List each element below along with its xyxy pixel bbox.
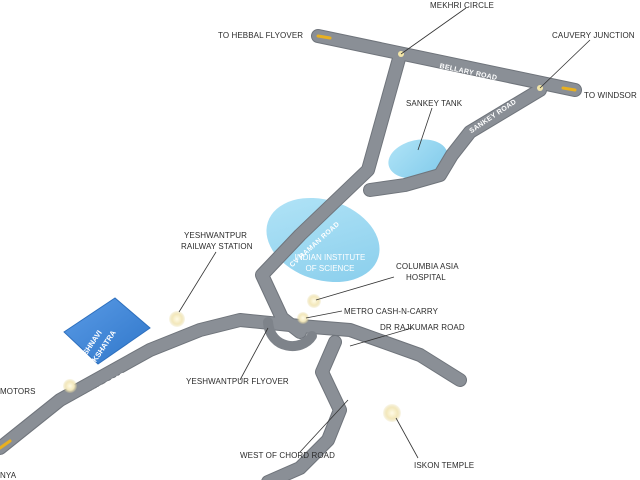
to-hebbal-flyover-label: TO HEBBAL FLYOVER [218,31,303,40]
iisc-label-line2: OF SCIENCE [306,264,355,273]
columbia-asia-marker[interactable] [307,294,321,308]
iisc-campus-area [266,197,380,283]
nya-label: NYA [0,471,17,480]
label-leader-lines [178,7,591,459]
columbia-asia-label-line2: HOSPITAL [406,273,446,282]
sankey-tank-area [388,139,448,179]
iskon-temple-label: ISKON TEMPLE [414,461,474,470]
metro-cash-marker[interactable] [297,312,309,324]
yeshwantpur-station-marker[interactable] [169,311,185,327]
iisc-label-line1: INDIAN INSTITUTE [295,253,366,262]
road-network [0,29,582,480]
metro-cash-label: METRO CASH-N-CARRY [344,307,439,316]
sankey-tank-label: SANKEY TANK [406,99,463,108]
to-windsor-label: TO WINDSOR [584,91,637,100]
yeshwantpur-flyover-label: YESHWANTPUR FLYOVER [186,377,289,386]
landmark-markers [63,51,543,422]
motors-marker[interactable] [63,379,77,393]
yeshwantpur-station-label-line1: YESHWANTPUR [184,231,247,240]
yeshwantpur-station-label-line2: RAILWAY STATION [181,242,253,251]
mekhri-circle-label: MEKHRI CIRCLE [430,1,494,10]
iskon-temple-marker[interactable] [383,404,401,422]
columbia-asia-label-line1: COLUMBIA ASIA [396,262,459,271]
west-of-chord-road-label: WEST OF CHORD ROAD [240,451,335,460]
dr-rajkumar-road-label: DR RAJKUMAR ROAD [380,323,465,332]
motors-label: MOTORS [0,387,36,396]
cauvery-junction-label: CAUVERY JUNCTION [552,31,635,40]
sankey-road-label: SANKEY ROAD [468,99,517,136]
